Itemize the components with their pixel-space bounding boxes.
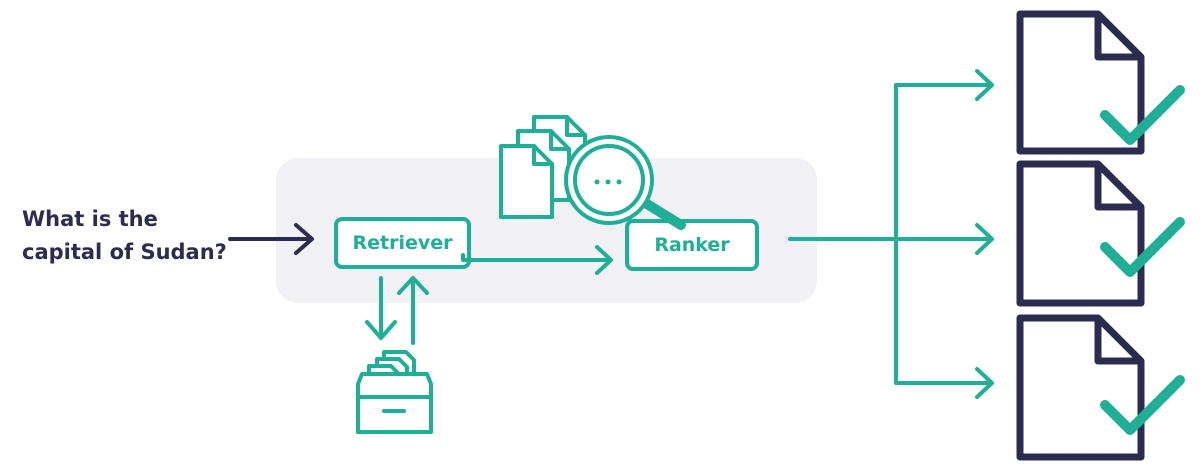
ranker-box — [625, 219, 759, 271]
question-line-1: What is the — [22, 207, 158, 231]
retriever-database-arrows — [365, 276, 429, 345]
question-text: What is the capital of Sudan? — [22, 203, 282, 269]
ranker-label: Ranker — [654, 234, 730, 256]
input-arrow — [228, 223, 314, 255]
document-check-icon — [1016, 314, 1185, 461]
retriever-label: Retriever — [352, 232, 453, 254]
file-drawer-icon — [356, 350, 433, 434]
document-check-icon — [1016, 10, 1185, 155]
magnifier-with-documents-icon — [499, 115, 686, 230]
retriever-box — [334, 217, 471, 269]
retriever-to-ranker-arrow — [461, 245, 613, 275]
question-line-2: capital of Sudan? — [22, 240, 227, 264]
output-branch-arrows — [788, 69, 994, 399]
document-check-icon — [1016, 160, 1185, 307]
